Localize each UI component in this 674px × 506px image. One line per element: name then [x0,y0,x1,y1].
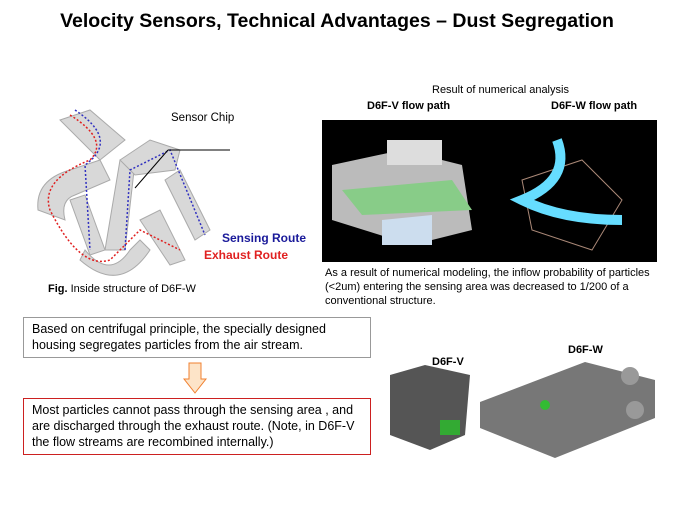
centrifugal-principle-box: Based on centrifugal principle, the spec… [23,317,371,358]
product-d6f-v-label: D6F-V [432,356,464,368]
inside-structure-diagram [37,109,230,276]
sensor-chip-label: Sensor Chip [171,112,235,124]
caption-prefix: Fig. [48,283,68,295]
exhaust-route-label: Exhaust Route [204,248,289,262]
sensing-route-label: Sensing Route [222,231,307,245]
flow-simulation-image [322,120,657,262]
product-d6f-w-label: D6F-W [568,344,603,356]
caption-text: Inside structure of D6F-W [67,283,196,295]
analysis-description: As a result of numerical modeling, the i… [325,267,650,307]
figure-caption: Fig. Inside structure of D6F-W [48,283,196,295]
d6f-v-flow-label: D6F-V flow path [367,100,451,112]
down-arrow-icon [183,362,207,394]
analysis-heading: Result of numerical analysis [432,84,569,96]
d6f-w-flow-label: D6F-W flow path [551,100,638,112]
exhaust-route-box: Most particles cannot pass through the s… [23,398,371,455]
product-photos [390,362,655,458]
slide-title: Velocity Sensors, Technical Advantages –… [60,10,614,32]
